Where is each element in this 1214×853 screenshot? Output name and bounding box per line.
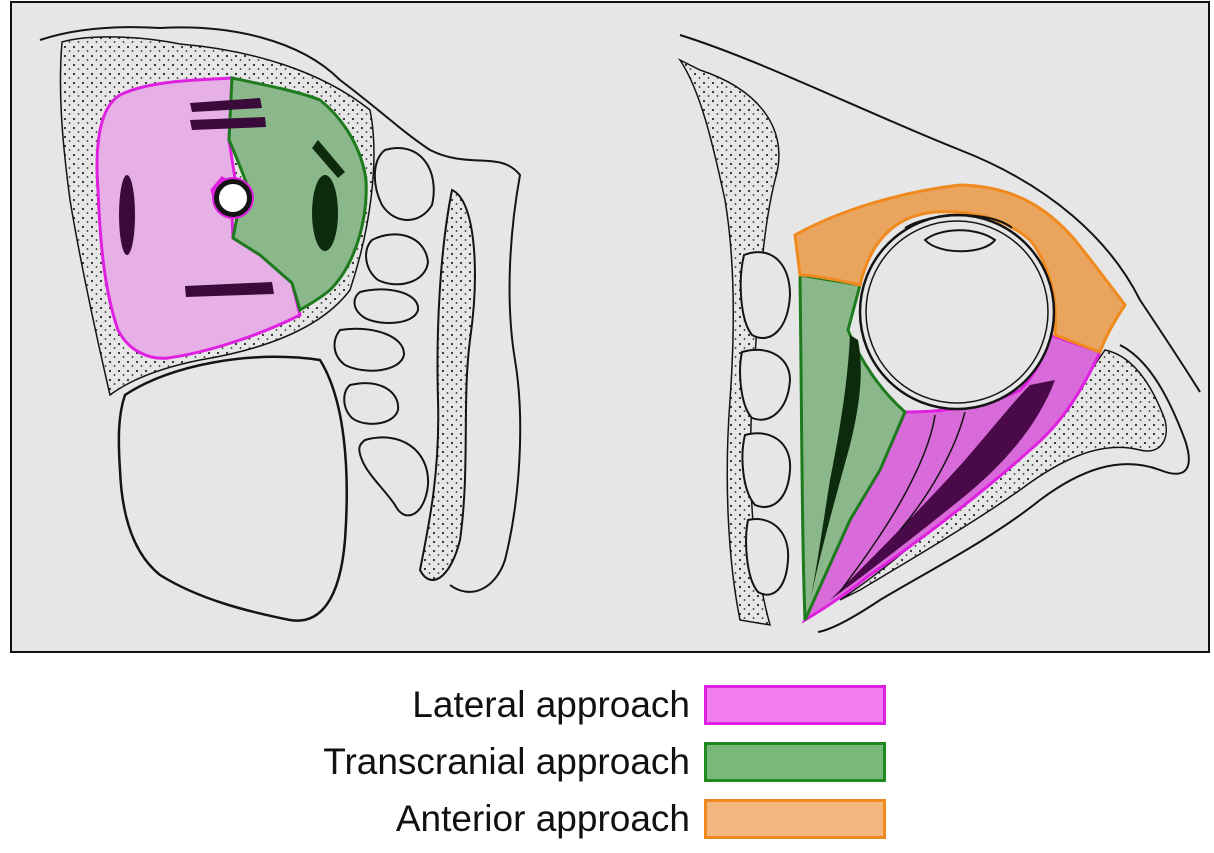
legend-label-lateral: Lateral approach <box>412 684 690 726</box>
legend-swatch-lateral <box>704 685 886 725</box>
legend-row-lateral: Lateral approach <box>412 684 886 726</box>
optic-canal <box>216 181 250 215</box>
legend-row-transcranial: Transcranial approach <box>323 741 886 783</box>
legend-swatch-anterior <box>704 799 886 839</box>
legend-label-anterior: Anterior approach <box>396 798 690 840</box>
legend-row-anterior: Anterior approach <box>396 798 886 840</box>
legend-label-transcranial: Transcranial approach <box>323 741 690 783</box>
legend-swatch-transcranial <box>704 742 886 782</box>
